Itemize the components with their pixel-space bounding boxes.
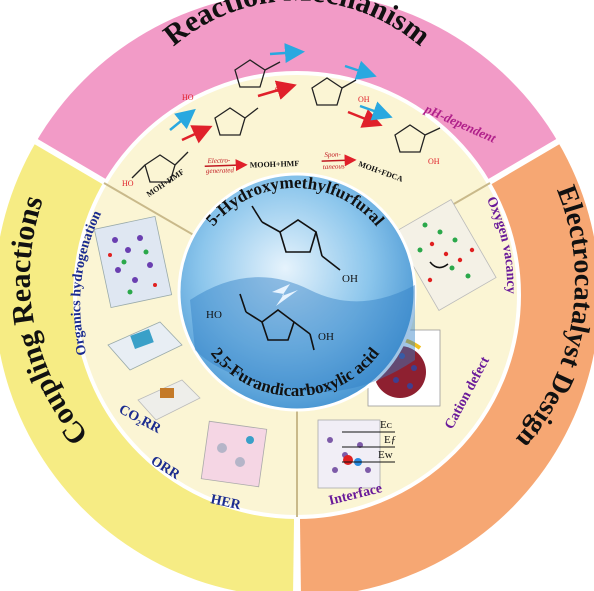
- center-disc: [177, 172, 417, 412]
- blue-arrow: [344, 60, 377, 80]
- oh-group-label: OH: [358, 95, 370, 104]
- lightning-bolt-icon: [272, 284, 298, 306]
- blue-arrow: [169, 108, 196, 131]
- pathway-mid: MOOH+HMF: [250, 159, 300, 170]
- crystal-structure-image: [93, 215, 173, 309]
- fdca-oh-label: OH: [318, 331, 334, 343]
- pathway-electro-2: generated: [206, 166, 235, 175]
- pathway-spon-2: taneous: [323, 162, 345, 171]
- red-arrow: [181, 125, 213, 144]
- furan-molecule-graphic: [131, 59, 441, 183]
- co2rr-device-image: [107, 321, 201, 421]
- pathway-electro-1: Electro-: [206, 156, 231, 165]
- interface-band-diagram: Eᴄ Eƒ Eᴡ: [317, 419, 396, 489]
- her-cell-image: [200, 420, 268, 488]
- pathway-spon-1: Spon-: [324, 150, 341, 159]
- fdca-structure: [239, 293, 315, 351]
- hmf-structure: [251, 205, 341, 271]
- energy-label-v: Eᴡ: [378, 449, 393, 461]
- oh-group-label: OH: [428, 157, 440, 166]
- red-arrow: [347, 109, 383, 128]
- hmf-oh-label: OH: [342, 273, 358, 285]
- blue-arrow: [269, 43, 305, 63]
- ho-group-label: HO: [182, 93, 194, 102]
- fdca-ho-label: HO: [206, 309, 222, 321]
- energy-label-f: Eƒ: [384, 434, 396, 446]
- oxygen-vacancy-lattice-image: [393, 198, 497, 312]
- energy-label-c: Eᴄ: [380, 419, 392, 431]
- red-arrow: [257, 80, 297, 100]
- her-label: HER: [209, 492, 243, 513]
- ho-group-label: HO: [122, 179, 134, 188]
- blue-arrow: [359, 101, 393, 121]
- center-molecules: 5-Hydroxymethylfurfural 2,5-Furandicarbo…: [177, 172, 417, 412]
